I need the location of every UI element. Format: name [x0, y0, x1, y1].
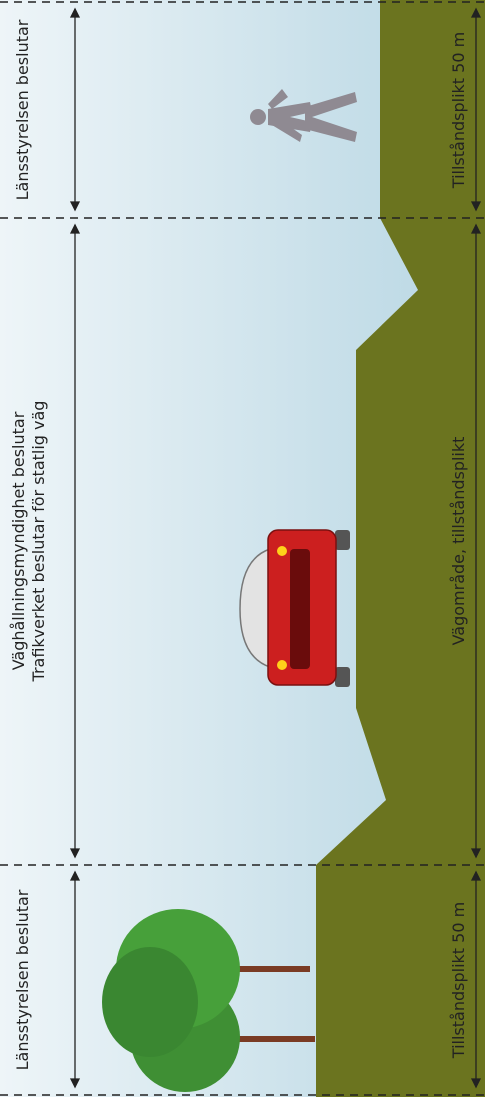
label-middle-permit: Vägområde, tillståndsplikt — [449, 437, 468, 646]
label-left-permit: Tillståndsplikt 50 m — [449, 902, 468, 1059]
car-icon — [239, 529, 350, 687]
label-middle-authority-2: Trafikverket beslutar för statlig väg — [29, 401, 48, 683]
ground-profile — [316, 0, 485, 1097]
person-icon — [250, 89, 357, 142]
label-middle-authority-1: Väghållningsmyndighet beslutar — [9, 411, 28, 670]
tree-icon — [102, 909, 315, 1092]
label-right-authority: Länsstyrelsen beslutar — [13, 19, 32, 200]
label-left-authority: Länsstyrelsen beslutar — [13, 889, 32, 1070]
label-right-permit: Tillståndsplikt 50 m — [449, 32, 468, 189]
